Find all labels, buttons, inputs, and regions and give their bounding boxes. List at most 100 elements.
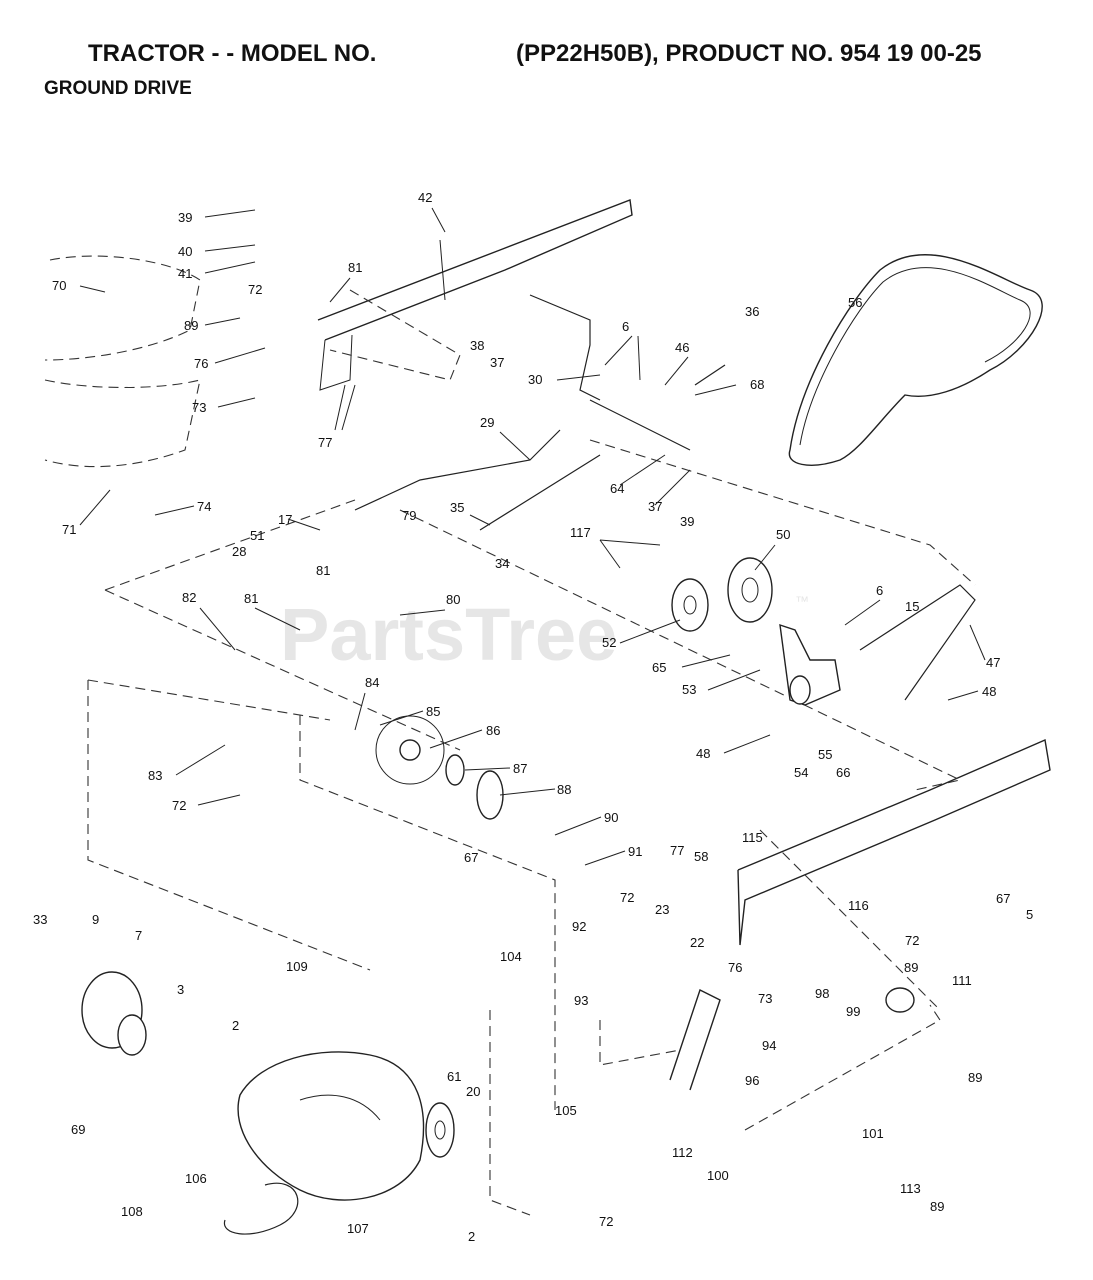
transaxle	[237, 1051, 425, 1201]
callout: 84	[365, 675, 379, 690]
callout: 17	[278, 512, 292, 527]
callout: 71	[62, 522, 76, 537]
callout: 74	[197, 499, 211, 514]
callout: 2	[232, 1018, 239, 1033]
callout: 73	[192, 400, 206, 415]
callout: 89	[184, 318, 198, 333]
callout: 72	[248, 282, 262, 297]
callout: 7	[135, 928, 142, 943]
callout: 23	[655, 902, 669, 917]
callout: 117	[570, 525, 591, 540]
callout: 111	[952, 973, 972, 988]
callout: 92	[572, 919, 586, 934]
callout: 82	[182, 590, 196, 605]
callout: 33	[33, 912, 47, 927]
callout: 68	[750, 377, 764, 392]
callout: 72	[905, 933, 919, 948]
callout: 37	[490, 355, 504, 370]
callout: 98	[815, 986, 829, 1001]
callout: 55	[818, 747, 832, 762]
drive-belt	[788, 254, 1043, 466]
callout: 79	[402, 508, 416, 523]
hub-7	[81, 971, 147, 1056]
callout: 39	[178, 210, 192, 225]
callout: 9	[92, 912, 99, 927]
callout: 35	[450, 500, 464, 515]
callout: 52	[602, 635, 616, 650]
idler-bracket-54	[779, 623, 841, 706]
callout: 53	[682, 682, 696, 697]
callout: 106	[185, 1171, 207, 1186]
callout: 83	[148, 768, 162, 783]
callout: 20	[466, 1084, 480, 1099]
callout: 58	[694, 849, 708, 864]
callout: 51	[250, 528, 264, 543]
callout: 72	[620, 890, 634, 905]
callout: 77	[318, 435, 332, 450]
callout: 85	[426, 704, 440, 719]
hose-107	[223, 1182, 299, 1235]
callout: 65	[652, 660, 666, 675]
pulley-88	[445, 754, 504, 820]
callout: 105	[555, 1103, 577, 1118]
callout: 42	[418, 190, 432, 205]
callout: 77	[670, 843, 684, 858]
callout: 87	[513, 761, 527, 776]
pulley-50	[727, 557, 773, 623]
callout: 72	[172, 798, 186, 813]
callout: 67	[996, 891, 1010, 906]
callout: 89	[904, 960, 918, 975]
section-subtitle: GROUND DRIVE	[44, 78, 192, 99]
lower-frame-rail	[737, 739, 1051, 946]
callout: 112	[672, 1145, 693, 1160]
watermark-tm: ™	[795, 593, 809, 609]
callout: 56	[848, 295, 862, 310]
callout: 89	[968, 1070, 982, 1085]
callout: 81	[244, 591, 258, 606]
fan-86	[375, 715, 445, 785]
callout: 67	[464, 850, 478, 865]
callout: 116	[848, 898, 869, 913]
page-title-right: (PP22H50B), PRODUCT NO. 954 19 00-25	[516, 40, 982, 67]
callout: 81	[316, 563, 330, 578]
callout: 47	[986, 655, 1000, 670]
callout: 38	[470, 338, 484, 353]
callout: 115	[742, 830, 763, 845]
spring-36	[694, 364, 726, 386]
callout: 6	[876, 583, 883, 598]
callout: 22	[690, 935, 704, 950]
callout: 91	[628, 844, 642, 859]
leader-lines	[79, 207, 986, 866]
callout: 93	[574, 993, 588, 1008]
callout: 6	[622, 319, 629, 334]
callout: 76	[728, 960, 742, 975]
callout: 3	[177, 982, 184, 997]
control-rods	[354, 294, 976, 701]
callout: 88	[557, 782, 571, 797]
callout: 50	[776, 527, 790, 542]
callout: 2	[468, 1229, 475, 1244]
callout: 37	[648, 499, 662, 514]
pulley-61	[425, 1102, 455, 1158]
callout: 89	[930, 1199, 944, 1214]
callout: 104	[500, 949, 522, 964]
fender-outline	[44, 255, 201, 468]
callout: 107	[347, 1221, 369, 1236]
callout: 90	[604, 810, 618, 825]
callout: 113	[900, 1181, 921, 1196]
callout: 66	[836, 765, 850, 780]
callout: 36	[745, 304, 759, 319]
callout: 61	[447, 1069, 461, 1084]
brake-pedal-22	[669, 989, 721, 1091]
page-title-left: TRACTOR - - MODEL NO.	[88, 40, 377, 67]
watermark: PartsTree	[280, 593, 617, 676]
callout: 41	[178, 266, 192, 281]
callout: 40	[178, 244, 192, 259]
callout: 15	[905, 599, 919, 614]
callout: 94	[762, 1038, 776, 1053]
callout: 86	[486, 723, 500, 738]
callout: 29	[480, 415, 494, 430]
callout: 81	[348, 260, 362, 275]
pulley-52	[671, 578, 709, 632]
